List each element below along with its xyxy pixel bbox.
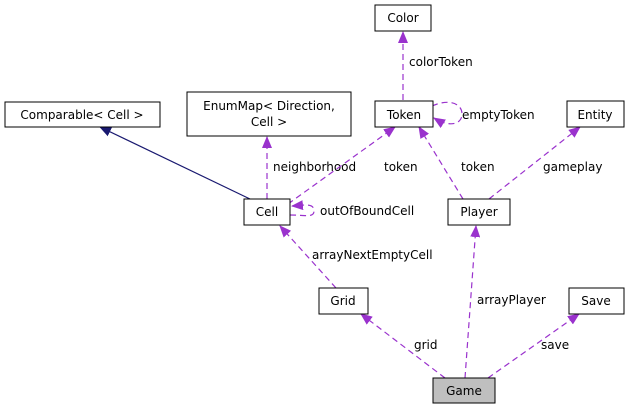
edge-label-cell-token: token [384, 160, 418, 174]
node-grid[interactable]: Grid [318, 287, 369, 315]
edge-label-emptytoken: emptyToken [462, 108, 535, 122]
node-game[interactable]: Game [432, 377, 496, 404]
edge-emptytoken [431, 101, 463, 129]
edge-label-colortoken: colorToken [409, 55, 473, 69]
edge-label-arrayplayer: arrayPlayer [477, 293, 546, 307]
node-color[interactable]: Color [374, 4, 432, 32]
edge-arrayplayer [464, 225, 481, 379]
node-token-label: Token [386, 108, 421, 122]
node-comparable-label: Comparable< Cell > [20, 108, 143, 122]
node-cell[interactable]: Cell [243, 198, 291, 226]
edge-label-player-token: token [461, 160, 495, 174]
edge-label-save: save [541, 338, 569, 352]
edge-label-arraynextemptycell: arrayNextEmptyCell [312, 248, 433, 262]
edge-label-outofboundcell: outOfBoundCell [320, 204, 414, 218]
edge-cell-token [287, 126, 396, 205]
node-player-label: Player [460, 205, 497, 219]
node-enummap[interactable]: EnumMap< Direction, Cell > [186, 91, 352, 137]
node-save-label: Save [581, 294, 610, 308]
edge-inheritance-comparable [99, 126, 251, 200]
edge-save [487, 313, 580, 379]
node-save[interactable]: Save [568, 287, 625, 315]
edge-label-neighborhood: neighborhood [273, 160, 356, 174]
node-enummap-label-line1: EnumMap< Direction, [203, 99, 335, 113]
node-enummap-label-line2: Cell > [251, 115, 287, 129]
edge-player-token [418, 126, 464, 200]
node-token[interactable]: Token [374, 100, 434, 128]
edge-arraynextemptycell [279, 225, 337, 289]
edge-label-gameplay: gameplay [543, 160, 602, 174]
node-grid-label: Grid [330, 294, 355, 308]
edges: colorToken emptyToken neighborhood token… [99, 31, 602, 379]
edge-grid [360, 313, 446, 379]
node-player[interactable]: Player [447, 198, 511, 226]
edge-outofboundcell [289, 200, 315, 217]
edge-label-grid: grid [414, 338, 438, 352]
node-entity[interactable]: Entity [566, 100, 625, 128]
node-game-label: Game [446, 384, 482, 398]
node-comparable[interactable]: Comparable< Cell > [4, 101, 161, 128]
node-cell-label: Cell [256, 205, 278, 219]
node-color-label: Color [387, 11, 418, 25]
node-entity-label: Entity [577, 108, 612, 122]
nodes: Color Comparable< Cell > EnumMap< Direct… [4, 4, 625, 404]
